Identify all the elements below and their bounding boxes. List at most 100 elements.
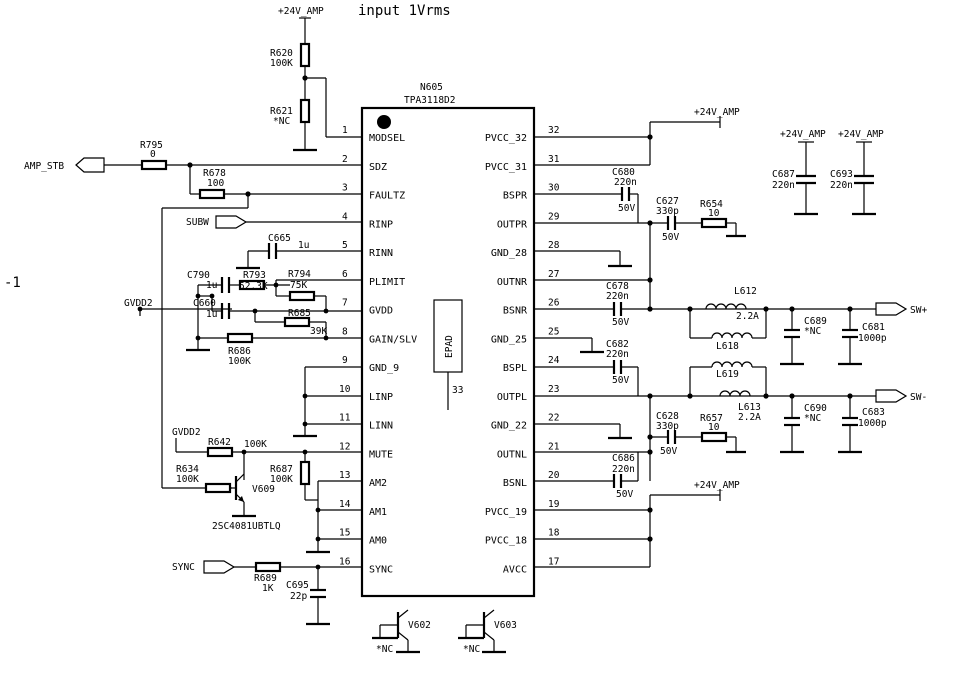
v603-transistor: V603 *NC [458, 609, 517, 655]
r678-ref: R678 [203, 168, 226, 179]
r657-ref: R657 [700, 413, 723, 424]
r621-ref: R621 [270, 106, 293, 117]
modsel-divider: +24V_AMP R620 100K R621 *NC [270, 6, 362, 152]
r620-body [299, 42, 311, 68]
c681-ref: C681 [862, 322, 885, 333]
pin-name-19: PVCC_19 [485, 507, 527, 518]
r620-value: 100K [270, 58, 293, 69]
c680-voltage: 50V [618, 203, 635, 214]
c682-ref: C682 [606, 339, 629, 350]
power-label-right-2: +24V_AMP [694, 480, 740, 491]
rinp-rinn-net: SUBW C665 1u [186, 215, 362, 270]
pin-name-1: MODSEL [369, 133, 405, 144]
pin-number-23: 23 [548, 384, 559, 395]
amp-stb-label: AMP_STB [24, 161, 64, 172]
sync-port [203, 560, 236, 574]
left-channel-output: C682 220n 50V L619 L613 2.2A C690 *NC C6… [534, 337, 927, 500]
subw-port [215, 215, 248, 229]
r685-ref: R685 [288, 308, 311, 319]
r794-ref: R794 [288, 269, 311, 280]
pin-number-14: 14 [339, 499, 351, 510]
l612-ref: L612 [734, 286, 757, 297]
c665-ref: C665 [268, 233, 291, 244]
sw-plus-port [875, 302, 908, 316]
r793-ref: R793 [243, 270, 266, 281]
pin-name-23: OUTPL [497, 392, 527, 403]
r654-ref: R654 [700, 199, 723, 210]
pin-name-16: SYNC [369, 564, 393, 575]
sync-label: SYNC [172, 562, 195, 573]
pin-number-21: 21 [548, 441, 560, 452]
r657-value: 10 [708, 422, 720, 433]
c686-voltage: 50V [616, 489, 633, 500]
pin-name-4: RINP [369, 219, 393, 230]
pin-number-2: 2 [342, 154, 348, 165]
pin-name-6: PLIMIT [369, 277, 405, 288]
r634-ref: R634 [176, 464, 199, 475]
c680-ref: C680 [612, 167, 635, 178]
c660-value: 1u [206, 309, 217, 320]
pin-name-3: FAULTZ [369, 191, 405, 202]
r795-ref: R795 [140, 140, 163, 151]
c790-ref: C790 [187, 270, 210, 281]
pin-number-5: 5 [342, 240, 348, 251]
v609-part: 2SC4081UBTLQ [212, 521, 281, 532]
ic-n605: N605 TPA3118D2 1MODSEL2SDZ3FAULTZ4RINP5R… [339, 82, 560, 598]
c683-value: 1000p [858, 418, 887, 429]
c627-ref: C627 [656, 196, 679, 207]
pin-name-12: MUTE [369, 449, 393, 460]
plimit-gvdd-gain-net: GVDD2 C790 1u R793 52.3K R794 75K C660 1… [124, 269, 362, 367]
pin-number-11: 11 [339, 413, 351, 424]
pin-name-14: AM1 [369, 507, 387, 518]
r654-value: 10 [708, 208, 720, 219]
pin-name-18: PVCC_18 [485, 536, 527, 547]
pin-name-11: LINN [369, 421, 393, 432]
r686-ref: R686 [228, 346, 251, 357]
l613-ref: L613 [738, 402, 761, 413]
decoupling-caps: +24V_AMP C687 220n +24V_AMP C693 220n [772, 129, 884, 216]
c678-voltage: 50V [612, 317, 629, 328]
pin-name-28: GND_28 [491, 248, 527, 259]
l618-coil [711, 332, 753, 339]
pin-name-7: GVDD [369, 306, 393, 317]
pin-name-21: OUTNL [497, 449, 527, 460]
pin-number-29: 29 [548, 211, 560, 222]
l613-coil [719, 390, 751, 397]
gvdd2-label-a: GVDD2 [124, 298, 153, 309]
ic-left-pins: 1MODSEL2SDZ3FAULTZ4RINP5RINN6PLIMIT7GVDD… [339, 125, 417, 575]
r634-body [204, 482, 232, 494]
c681-value: 1000p [858, 333, 887, 344]
r642-ref: R642 [208, 437, 231, 448]
r634-value: 100K [176, 474, 199, 485]
c680-value: 220n [614, 177, 637, 188]
mute-circuit: GVDD2 R642 100K R634 100K V609 2SC4081UB… [172, 427, 362, 554]
c660-ref: C660 [193, 298, 216, 309]
c627-voltage: 50V [662, 232, 679, 243]
sync-circuit: SYNC R689 1K C695 22p [172, 560, 362, 626]
pin-name-5: RINN [369, 248, 393, 259]
r654-body [700, 217, 728, 229]
l612-coil [705, 303, 747, 310]
r793-value: 52.3K [239, 281, 268, 292]
r687-value: 100K [270, 474, 293, 485]
r642-value: 100K [244, 439, 267, 450]
pvcc-right-top: +24V_AMP [534, 107, 740, 166]
c686-value: 220n [612, 464, 635, 475]
pin-name-13: AM2 [369, 478, 387, 489]
pin-number-1: 1 [342, 125, 348, 136]
r686-body [226, 332, 254, 344]
pin-number-32: 32 [548, 125, 559, 136]
r642-body [206, 446, 234, 458]
c678-ref: C678 [606, 281, 629, 292]
power-label-top: +24V_AMP [278, 6, 324, 17]
ic-right-pins: 32PVCC_3231PVCC_3130BSPR29OUTPR28GND_282… [485, 125, 560, 575]
c695-value: 22p [290, 591, 307, 602]
sdz-faultz-net: AMP_STB R795 0 R678 100 [24, 140, 362, 489]
pin-number-8: 8 [342, 326, 348, 337]
pin-number-15: 15 [339, 528, 350, 539]
pin-name-26: BSNR [503, 306, 528, 317]
pin-name-22: GND_22 [491, 421, 527, 432]
l612-value: 2.2A [736, 311, 759, 322]
r621-value: *NC [273, 116, 290, 127]
sw-minus-label: SW- [910, 392, 927, 403]
